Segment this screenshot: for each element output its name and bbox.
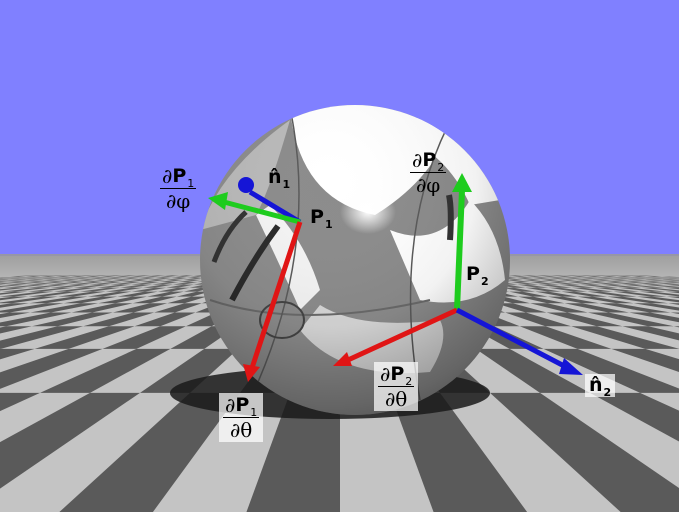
label-n2: n̂2 bbox=[585, 374, 616, 398]
floor-tile bbox=[102, 326, 186, 349]
floor-tile bbox=[0, 348, 35, 360]
floor-tile bbox=[607, 296, 669, 304]
floor-tile bbox=[668, 303, 679, 305]
floor-tile bbox=[633, 303, 679, 311]
floor-tile bbox=[611, 348, 679, 372]
floor-tile bbox=[673, 326, 679, 328]
floor-tile bbox=[390, 392, 528, 512]
p1-vectors bbox=[208, 177, 303, 382]
floor-tile bbox=[167, 296, 207, 304]
floor-tile bbox=[519, 326, 612, 349]
n1-arrow-head bbox=[238, 177, 254, 193]
label-n1: n̂1 bbox=[268, 166, 291, 191]
dp1-dphi-arrow-head bbox=[208, 192, 228, 210]
floor-tile bbox=[0, 326, 84, 349]
floor-tile bbox=[0, 312, 31, 319]
floor-tile bbox=[0, 303, 64, 313]
sphere bbox=[200, 105, 510, 415]
floor-tile bbox=[59, 392, 240, 512]
floor-tile bbox=[590, 392, 679, 442]
floor-tile bbox=[518, 296, 565, 304]
floor-tile bbox=[599, 303, 671, 313]
floor-tile bbox=[622, 326, 679, 341]
floor-tile bbox=[0, 296, 29, 301]
floor-tile bbox=[140, 348, 239, 393]
floor-tile bbox=[112, 303, 168, 313]
floor-tile bbox=[0, 392, 140, 489]
floor-tile bbox=[564, 303, 630, 313]
floor-tile bbox=[577, 296, 634, 304]
floor-tile bbox=[490, 392, 679, 512]
floor-tile bbox=[0, 312, 72, 327]
floor-tile bbox=[546, 312, 623, 327]
floor-tile bbox=[154, 303, 202, 313]
floor-tile bbox=[83, 312, 155, 327]
floor-tile bbox=[40, 348, 171, 393]
specular-highlight bbox=[340, 190, 396, 234]
dp2-dphi-arrow-head bbox=[452, 173, 472, 192]
floor-tile bbox=[98, 296, 148, 304]
floor-tile bbox=[636, 296, 679, 303]
floor-tile bbox=[587, 312, 674, 327]
dp1-dtheta-arrow-head bbox=[243, 364, 260, 382]
floor-tile bbox=[30, 303, 99, 313]
n2-arrow-head bbox=[559, 358, 583, 375]
floor-tile bbox=[670, 312, 679, 314]
floor-tile bbox=[0, 348, 103, 389]
floor-tile bbox=[246, 392, 340, 512]
floor-tile bbox=[0, 296, 58, 304]
floor-tile bbox=[543, 348, 679, 393]
floor-tile bbox=[134, 312, 196, 327]
floor-tile bbox=[571, 326, 679, 349]
floor-tile bbox=[629, 312, 679, 323]
floor-tile bbox=[505, 312, 572, 327]
floor-tile bbox=[666, 296, 679, 299]
floor-tile bbox=[495, 303, 547, 313]
floor-tile bbox=[63, 296, 118, 304]
floor-tile bbox=[0, 326, 32, 334]
floor-tile bbox=[34, 326, 135, 349]
floor-tile bbox=[0, 303, 30, 308]
floor-tile bbox=[71, 303, 133, 313]
floor-tile bbox=[0, 392, 40, 412]
floor-tile bbox=[31, 312, 113, 327]
floor-tile bbox=[29, 296, 88, 304]
floor-tile bbox=[547, 296, 600, 304]
floor-tile bbox=[132, 296, 177, 304]
floor-tile bbox=[530, 303, 588, 313]
floor-tile bbox=[475, 348, 590, 393]
dp2-dtheta-arrow-head bbox=[333, 352, 352, 366]
p2-vectors bbox=[333, 173, 583, 375]
